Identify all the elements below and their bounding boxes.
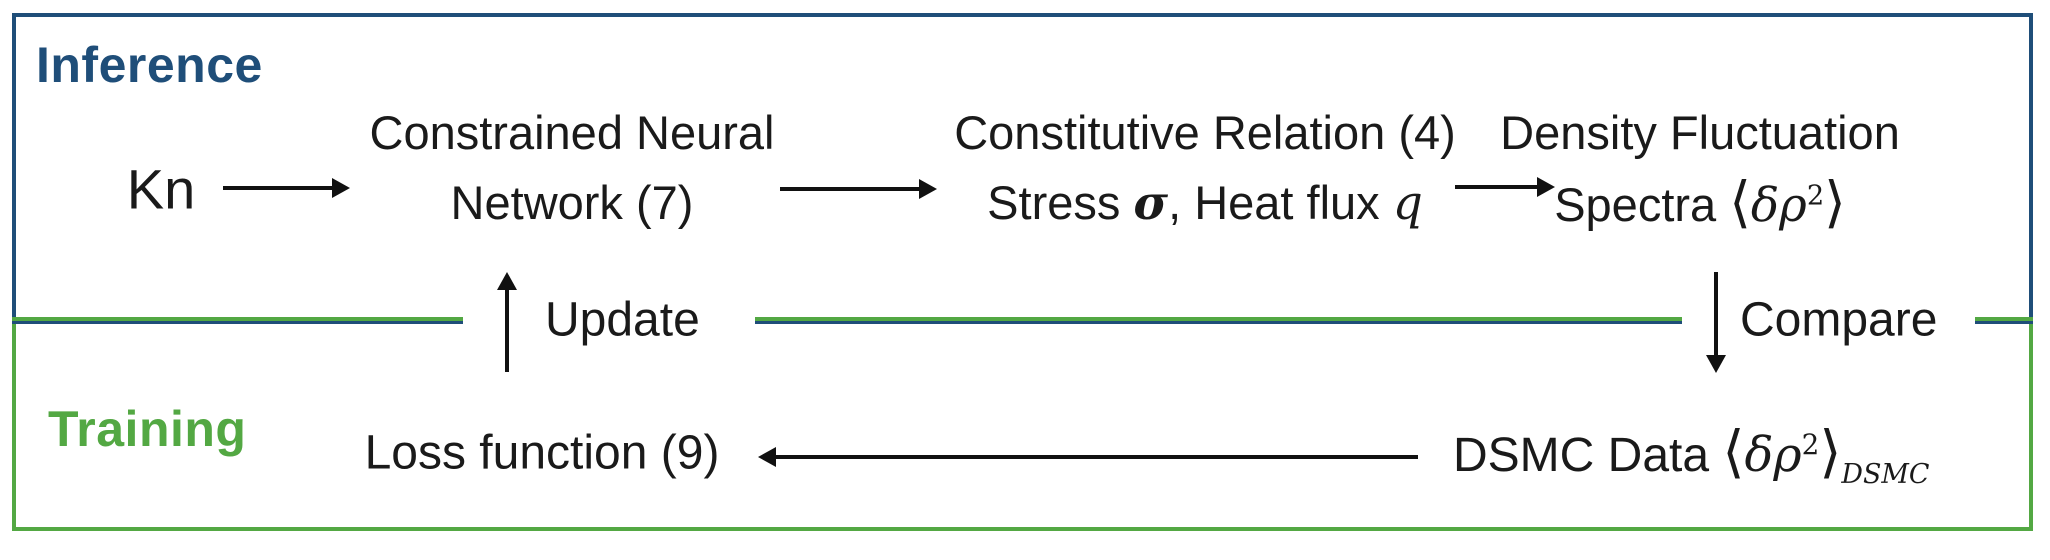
update-label: Update: [545, 293, 700, 347]
node-line-2: Network (7): [450, 176, 694, 229]
constrained-network-node: Constrained Neural Network (7): [370, 98, 775, 238]
right-angle-bracket: ⟩: [1819, 419, 1842, 485]
arrow-head-icon: [497, 272, 517, 290]
arrow-constitutive-to-spectra: [1455, 177, 1555, 197]
arrow-head-icon: [758, 447, 776, 467]
boundary-line-left-segment: [12, 317, 463, 324]
boundary-line-middle-segment: [755, 317, 1682, 324]
inference-label: Inference: [36, 37, 263, 93]
loss-function-node: Loss function (9): [364, 426, 720, 480]
arrow-shaft: [223, 186, 336, 190]
arrow-shaft: [1455, 185, 1541, 189]
arrow-shaft: [1714, 272, 1718, 359]
dsmc-data-node: DSMC Data ⟨δρ2⟩DSMC: [1453, 419, 1929, 488]
boundary-line-right-segment: [1975, 317, 2033, 324]
left-angle-bracket: ⟨: [1729, 171, 1751, 235]
arrow-compare: [1706, 272, 1726, 373]
training-box: [12, 317, 2033, 531]
delta-rho-symbol: δρ: [1744, 427, 1802, 483]
arrow-head-icon: [332, 178, 350, 198]
node-line-1: Constitutive Relation (4): [954, 106, 1456, 159]
training-label: Training: [48, 401, 247, 457]
right-angle-bracket: ⟩: [1824, 171, 1846, 235]
node-line-1: Constrained Neural: [369, 106, 775, 159]
squared-superscript: 2: [1801, 428, 1820, 461]
arrow-head-icon: [919, 179, 937, 199]
dsmc-data-text: DSMC Data: [1453, 429, 1723, 482]
arrow-kn-to-network: [223, 178, 350, 198]
stress-text: Stress: [987, 176, 1134, 229]
arrow-network-to-constitutive: [780, 179, 937, 199]
spectra-text: Spectra: [1554, 178, 1730, 231]
arrow-dsmc-to-loss: [758, 447, 1418, 467]
density-fluctuation-node: Density Fluctuation Spectra ⟨δρ2⟩: [1500, 98, 1900, 241]
node-line-1: Density Fluctuation: [1500, 106, 1900, 159]
squared-superscript: 2: [1806, 180, 1825, 212]
arrow-shaft: [505, 286, 509, 372]
arrow-shaft: [780, 187, 923, 191]
arrow-shaft: [772, 455, 1418, 459]
delta-rho-symbol: δρ: [1750, 178, 1807, 233]
sigma-symbol: σ: [1133, 176, 1169, 231]
arrow-head-icon: [1706, 355, 1726, 373]
kn-node: Kn: [126, 157, 196, 221]
compare-label: Compare: [1740, 293, 1938, 347]
inference-box: [12, 13, 2033, 324]
heat-flux-text: , Heat flux: [1168, 176, 1393, 229]
arrow-head-icon: [1537, 177, 1555, 197]
node-line-2: Stress σ, Heat flux q: [954, 168, 1456, 239]
q-symbol: q: [1392, 176, 1423, 231]
dsmc-subscript: DSMC: [1841, 459, 1930, 491]
constitutive-relation-node: Constitutive Relation (4) Stress σ, Heat…: [954, 98, 1456, 239]
arrow-update: [497, 272, 517, 372]
left-angle-bracket: ⟨: [1722, 419, 1745, 485]
node-line-2: Spectra ⟨δρ2⟩: [1500, 168, 1900, 241]
